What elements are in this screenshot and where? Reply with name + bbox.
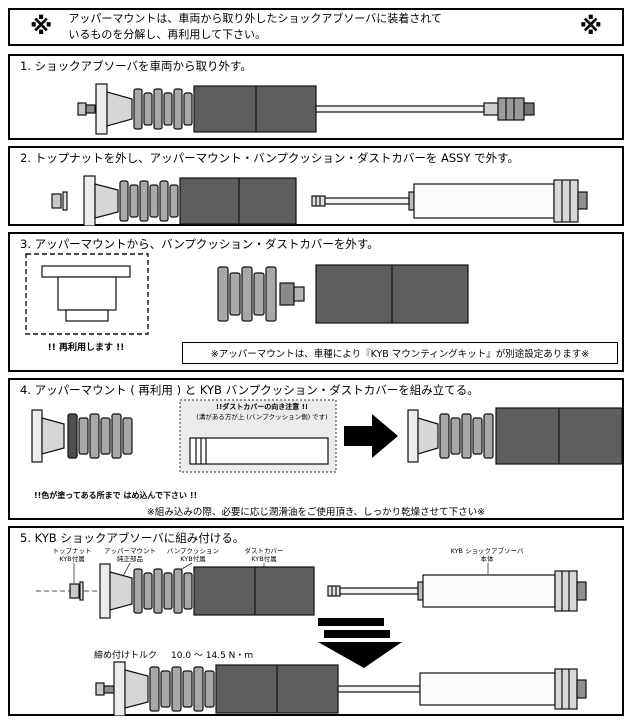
bump-cushion — [133, 568, 193, 614]
dust-cover — [193, 566, 315, 616]
header-text: アッパーマウントは、車両から取り外したショックアブソーバに装着されて いるものを… — [68, 11, 442, 44]
label-bump-cushion-name: バンプクッション — [166, 547, 220, 555]
top-nut — [69, 581, 84, 601]
assemble-arrow-icon — [344, 414, 398, 458]
fit-depth-note: !!色が塗ってある所まで はめ込んで下さい !! — [34, 491, 198, 500]
header-line2: いるものを分解し、再利用して下さい。 — [68, 28, 267, 41]
upper-mount — [99, 563, 133, 619]
header-notice: ※ アッパーマウントは、車両から取り外したショックアブソーバに装着されて いるも… — [8, 8, 624, 46]
torque-label: 締め付けトルク — [94, 651, 158, 661]
label-upper-mount-name: アッパーマウント — [104, 547, 156, 555]
bump-cushion — [217, 266, 277, 322]
step3-section: 3. アッパーマウントから、バンプクッション・ダストカバーを外す。 — [8, 232, 624, 372]
label-top-nut-name: トップナット — [52, 547, 92, 555]
shock-absorber-body — [311, 179, 588, 223]
step1-section: 1. ショックアブソーバを車両から取り外す。 — [8, 54, 624, 140]
torque-note: 締め付けトルク 10.0 〜 14.5 N・m — [94, 648, 253, 661]
dust-cover-direction-note-line1: !!ダストカバーの向き注意 !! — [215, 403, 309, 411]
upper-mount — [95, 83, 133, 135]
dust-cover — [315, 264, 469, 324]
step3-title: 3. アッパーマウントから、バンプクッション・ダストカバーを外す。 — [20, 237, 379, 251]
shock-absorber-body — [327, 570, 587, 612]
header-line1: アッパーマウントは、車両から取り外したショックアブソーバに装着されて — [68, 11, 442, 25]
label-bump-cushion-origin: KYB付属 — [180, 555, 206, 564]
step5-diagram-final-assembly — [36, 562, 587, 716]
reuse-dashed-outline — [25, 253, 149, 335]
dust-cover — [193, 85, 317, 133]
down-arrow-icon — [318, 618, 402, 668]
reference-mark-right-icon: ※ — [579, 14, 602, 40]
step2-title: 2. トップナットを外し、アッパーマウント・バンプクッション・ダストカバーを A… — [20, 151, 520, 165]
step3-diagram-separate-parts — [25, 253, 469, 335]
label-upper-mount-origin: 純正部品 — [117, 555, 143, 564]
upper-mount — [31, 409, 65, 463]
dust-cover-orientation-panel — [179, 399, 337, 473]
bump-cushion — [133, 88, 193, 130]
label-upper-mount: アッパーマウント 純正部品 — [100, 547, 160, 563]
label-shock-absorber: KYB ショックアブソーバ 本体 — [444, 547, 530, 563]
cushion-connector — [279, 282, 305, 306]
top-nut — [51, 191, 68, 211]
step5-title: 5. KYB ショックアブソーバに組み付ける。 — [20, 531, 245, 545]
dust-cover-direction-note-line2: (溝がある方が上 (バンプクッション側) です) — [196, 413, 328, 421]
label-dust-cover: ダストカバー KYB付属 — [236, 547, 292, 563]
step1-diagram-remove-shock — [77, 83, 535, 135]
torque-value: 10.0 〜 14.5 N・m — [171, 651, 254, 661]
lower-mount — [497, 97, 535, 121]
step4-title: 4. アッパーマウント ( 再利用 ) と KYB バンプクッション・ダストカバ… — [20, 383, 479, 397]
assembled-shock-absorber — [95, 661, 587, 716]
label-dust-cover-origin: KYB付属 — [251, 555, 277, 564]
bump-cushion — [67, 413, 133, 459]
label-top-nut: トップナット KYB付属 — [46, 547, 98, 563]
step2-diagram-remove-assy — [51, 175, 588, 226]
dust-cover — [179, 177, 297, 225]
assembled-mount-cushion-cover — [407, 407, 623, 465]
reference-mark-left-icon: ※ — [30, 14, 53, 40]
step5-section: 5. KYB ショックアブソーバに組み付ける。 — [8, 526, 624, 716]
step4-diagram-assemble — [31, 399, 623, 473]
top-nut — [77, 102, 96, 116]
lubricant-note: ※組み込みの際、必要に応じ潤滑油をご使用頂き、しっかり乾燥させて下さい※ — [146, 507, 486, 518]
label-shock-absorber-origin: 本体 — [480, 555, 494, 564]
step4-section: 4. アッパーマウント ( 再利用 ) と KYB バンプクッション・ダストカバ… — [8, 378, 624, 520]
mounting-kit-note: ※アッパーマウントは、車種により『KYB マウンティングキット』が別途設定ありま… — [182, 342, 618, 364]
shock-rod — [315, 102, 499, 116]
label-bump-cushion: バンプクッション KYB付属 — [162, 547, 224, 563]
label-top-nut-origin: KYB付属 — [59, 555, 85, 564]
reuse-note: !! 再利用します !! — [47, 343, 125, 353]
upper-mount — [41, 265, 131, 322]
step1-title: 1. ショックアブソーバを車両から取り外す。 — [20, 59, 252, 73]
step2-section: 2. トップナットを外し、アッパーマウント・バンプクッション・ダストカバーを A… — [8, 146, 624, 226]
label-shock-absorber-name: KYB ショックアブソーバ — [450, 547, 524, 555]
label-dust-cover-name: ダストカバー — [244, 547, 284, 555]
upper-mount — [83, 175, 119, 226]
bump-cushion — [119, 180, 179, 222]
